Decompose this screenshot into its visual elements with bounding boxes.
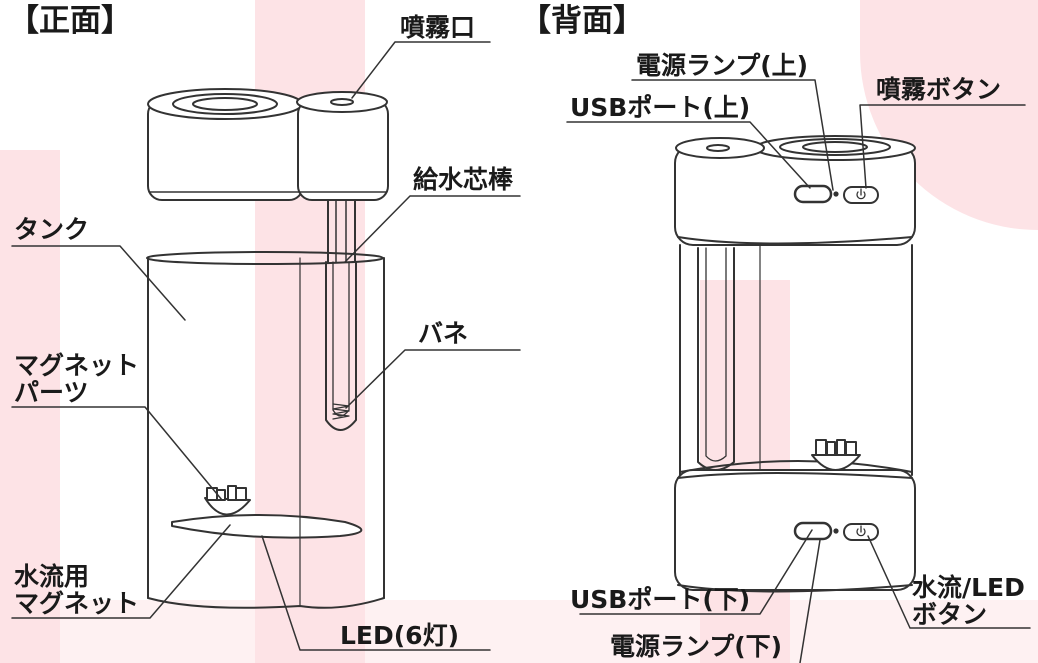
back-heading: 【背面】 [520, 3, 644, 39]
back-usb-upper [793, 184, 833, 204]
back-usb-lower [793, 521, 833, 541]
front-heading: 【正面】 [8, 3, 132, 39]
back-body [674, 135, 916, 593]
back-spray-button [843, 186, 879, 204]
label-power-lamp-upper: 電源ランプ(上) [636, 51, 809, 80]
label-usb-upper: USBポート(上) [570, 93, 751, 122]
label-usb-lower: USBポート(下) [570, 585, 751, 614]
label-power-lamp-lower: 電源ランプ(下) [610, 632, 783, 661]
label-magnet-part: マグネット パーツ [14, 351, 140, 407]
front-spring [332, 403, 350, 420]
label-spring: バネ [418, 319, 469, 348]
power-icon [856, 188, 866, 537]
label-wick: 給水芯棒 [413, 165, 514, 194]
back-leaders [566, 79, 1031, 663]
front-nozzle-hole [330, 98, 354, 106]
label-water-magnet: 水流用 マグネット [14, 562, 140, 618]
front-tank [146, 251, 385, 609]
watermark-bar-bottom [0, 600, 1038, 663]
label-flow-led-button: 水流/LED ボタン [912, 573, 1025, 629]
label-tank: タンク [14, 215, 90, 244]
front-magnet-part [204, 485, 251, 516]
label-led: LED(6灯) [340, 621, 460, 650]
label-spray-button: 噴霧ボタン [876, 75, 1002, 104]
back-flow-led-button [843, 523, 879, 541]
front-leaders [11, 41, 521, 651]
front-tube [325, 261, 357, 431]
front-top-cap [147, 88, 389, 201]
label-nozzle: 噴霧口 [400, 13, 476, 42]
